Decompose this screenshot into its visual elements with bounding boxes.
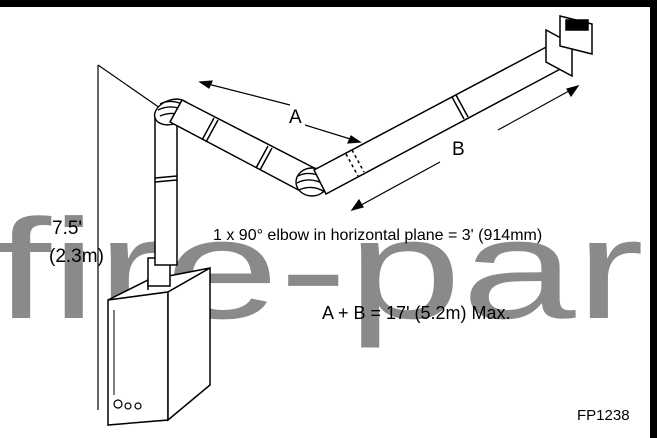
height-dimension-line xyxy=(97,64,161,410)
wall-terminal xyxy=(545,15,593,78)
label-B: B xyxy=(452,139,465,160)
watermark-text: fire-par xyxy=(0,190,644,349)
height-label-m: (2.3m) xyxy=(49,246,104,267)
height-label-ft: 7.5' xyxy=(52,218,82,239)
elbow-note: 1 x 90° elbow in horizontal plane = 3' (… xyxy=(213,227,542,244)
label-A: A xyxy=(289,107,302,128)
pipe-section-B xyxy=(313,43,568,196)
fireplace-appliance xyxy=(107,257,211,426)
dimension-B-arrow xyxy=(350,84,580,212)
dimension-A-arrow xyxy=(198,80,362,144)
max-length-note: A + B = 17' (5.2m) Max. xyxy=(322,303,511,323)
figure-id: FP1238 xyxy=(577,407,630,424)
vertical-vent-pipe xyxy=(154,114,178,266)
